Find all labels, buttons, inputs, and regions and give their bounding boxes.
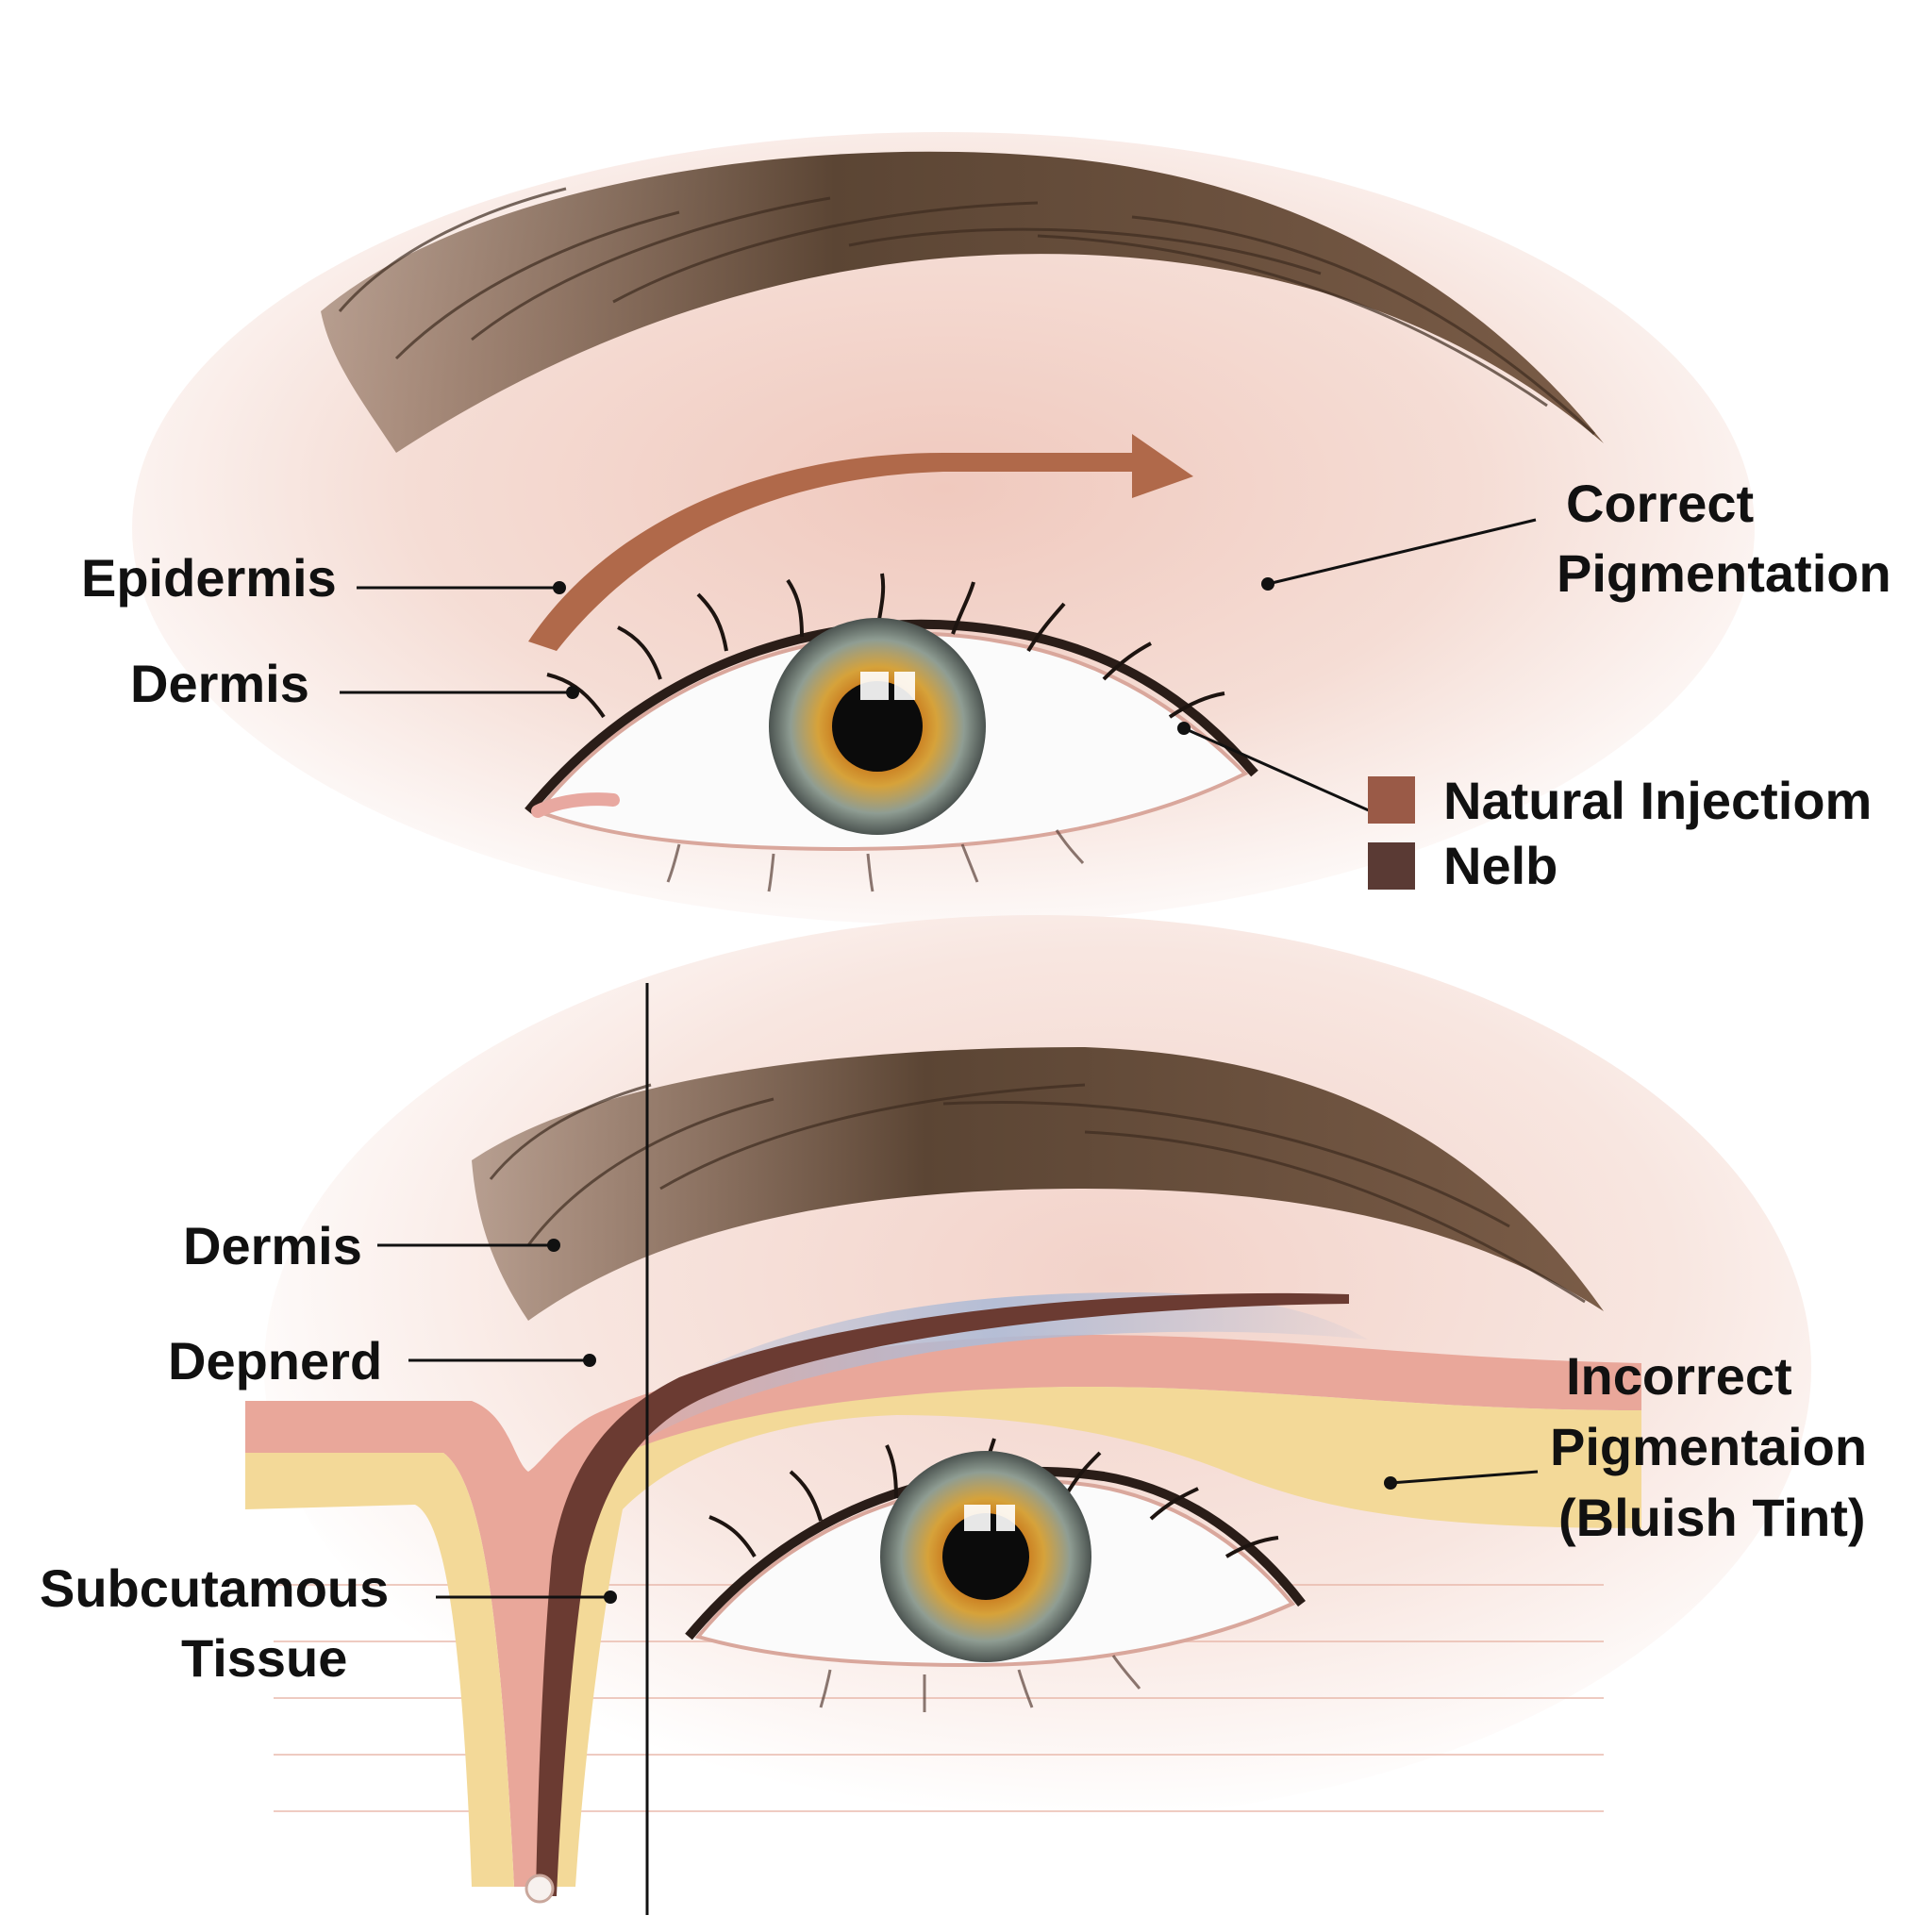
- legend: Natural Injectiom Nelb: [1177, 722, 1872, 895]
- top-lower-lashes: [666, 829, 1085, 892]
- fat-layer: [245, 1453, 514, 1887]
- leader-line-legend: [1183, 726, 1372, 813]
- top-label-correct: Correct Pigmentation: [1261, 474, 1891, 603]
- top-pupil: [832, 681, 923, 772]
- leader-dot-subcutaneous: [604, 1591, 617, 1604]
- leader-line-incorrect: [1390, 1470, 1539, 1485]
- top-label-dermis: Dermis: [130, 654, 579, 713]
- label-tissue: Tissue: [181, 1628, 347, 1688]
- bottom-eye-highlight-2: [996, 1505, 1015, 1531]
- legend-label-natural-injection: Natural Injectiom: [1443, 771, 1872, 830]
- leader-dot-epidermis: [553, 581, 566, 594]
- top-eye-highlight-2: [894, 672, 915, 700]
- bottom-eyebrow: [472, 1047, 1604, 1321]
- pigment-direction-arrowhead: [1132, 434, 1193, 498]
- pigment-direction-arrow: [528, 453, 1137, 651]
- legend-swatch-natural-injection: [1368, 776, 1415, 824]
- label-epidermis: Epidermis: [81, 548, 337, 608]
- top-eyebrow-hairs: [338, 187, 1596, 436]
- leader-dot-dermis-top: [566, 686, 579, 699]
- top-eye-highlight: [860, 672, 889, 700]
- label-subcutamous: Subcutamous: [40, 1558, 389, 1618]
- bottom-eye-highlight: [964, 1505, 991, 1531]
- leader-dot-depnerd: [583, 1354, 596, 1367]
- follicle-bulb: [525, 1874, 555, 1904]
- label-dermis-bottom: Dermis: [183, 1216, 362, 1275]
- bottom-lower-lashes: [819, 1655, 1141, 1712]
- label-dermis-top: Dermis: [130, 654, 309, 713]
- fat-layer-right: [542, 1387, 1641, 1887]
- top-eye-illustration: [132, 132, 1755, 924]
- label-depnerd: Depnerd: [168, 1331, 382, 1391]
- label-bluish-tint: (Bluish Tint): [1558, 1488, 1866, 1547]
- bottom-eye-illustration: [245, 915, 1811, 1904]
- leader-dot-dermis-bottom: [547, 1239, 560, 1252]
- leader-dot-legend: [1177, 722, 1191, 735]
- leader-dot-incorrect: [1384, 1476, 1397, 1490]
- label-correct: Correct: [1566, 474, 1754, 533]
- top-eyebrow: [321, 151, 1604, 453]
- legend-label-nelb: Nelb: [1443, 836, 1557, 895]
- bottom-label-subcutaneous: Subcutamous Tissue: [40, 1558, 617, 1688]
- label-pigmentation: Pigmentation: [1557, 543, 1891, 603]
- top-tear-duct: [531, 792, 620, 818]
- label-incorrect: Incorrect: [1566, 1346, 1792, 1406]
- leader-dot-correct: [1261, 577, 1274, 591]
- bottom-pupil: [942, 1513, 1029, 1600]
- bottom-label-incorrect: Incorrect Pigmentaion (Bluish Tint): [1384, 1346, 1867, 1547]
- label-pigmentaion: Pigmentaion: [1550, 1417, 1867, 1476]
- bluish-tint: [623, 1292, 1368, 1453]
- bottom-label-dermis: Dermis: [183, 1216, 560, 1275]
- top-upper-lid-line: [525, 619, 1258, 815]
- bottom-upper-lid-line: [685, 1466, 1306, 1641]
- bottom-eyebrow-hairs: [489, 1083, 1586, 1304]
- bottom-upper-lashes: [708, 1438, 1279, 1558]
- leader-line-correct: [1267, 518, 1537, 586]
- legend-swatch-nelb: [1368, 842, 1415, 890]
- bottom-label-depnerd: Depnerd: [168, 1331, 596, 1391]
- top-label-epidermis: Epidermis: [81, 548, 566, 608]
